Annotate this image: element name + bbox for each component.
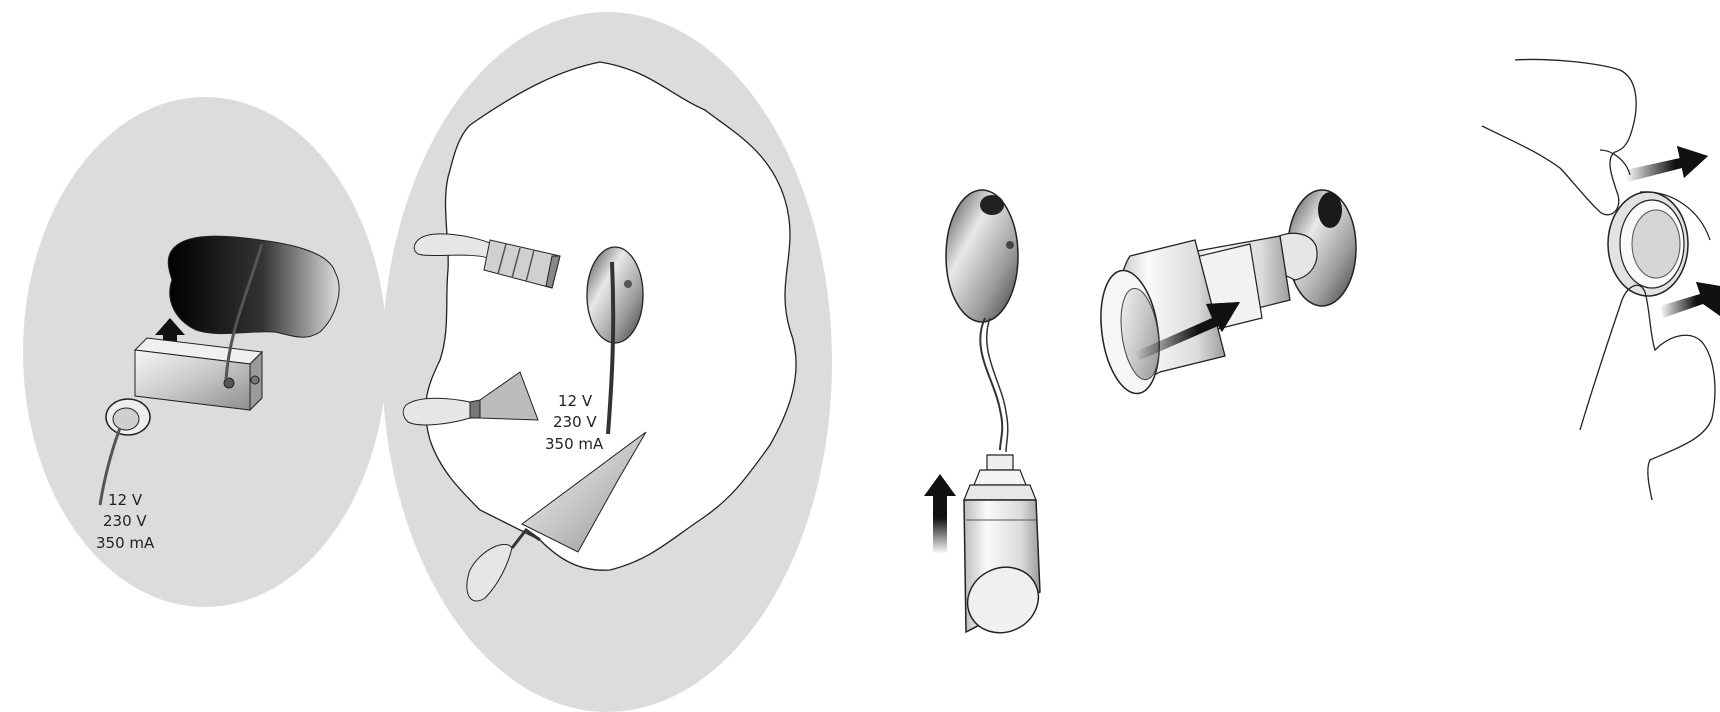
voltage-low-label: 12 V — [108, 491, 143, 509]
current-label: 350 mA — [96, 534, 155, 552]
voltage-high-label: 230 V — [553, 413, 597, 431]
step5-panel — [1482, 59, 1720, 500]
step3-panel — [924, 190, 1049, 644]
hand-icon — [1580, 285, 1715, 500]
voltage-low-label: 12 V — [558, 392, 593, 410]
step1-panel: 12 V 230 V 350 mA — [23, 97, 387, 607]
cable — [987, 318, 1008, 452]
hand-icon — [1482, 59, 1636, 214]
voltage-high-label: 230 V — [103, 512, 147, 530]
step2-panel: 12 V 230 V 350 mA — [382, 12, 832, 712]
lamp-icon — [957, 455, 1049, 644]
arrow-icon — [924, 474, 956, 554]
step4-panel — [1094, 190, 1356, 397]
glass-ring-icon — [1608, 192, 1710, 296]
current-label: 350 mA — [545, 435, 604, 453]
arrow-icon — [1625, 146, 1708, 182]
mounting-plate-icon — [946, 190, 1018, 322]
lamp-icon — [1094, 233, 1317, 397]
